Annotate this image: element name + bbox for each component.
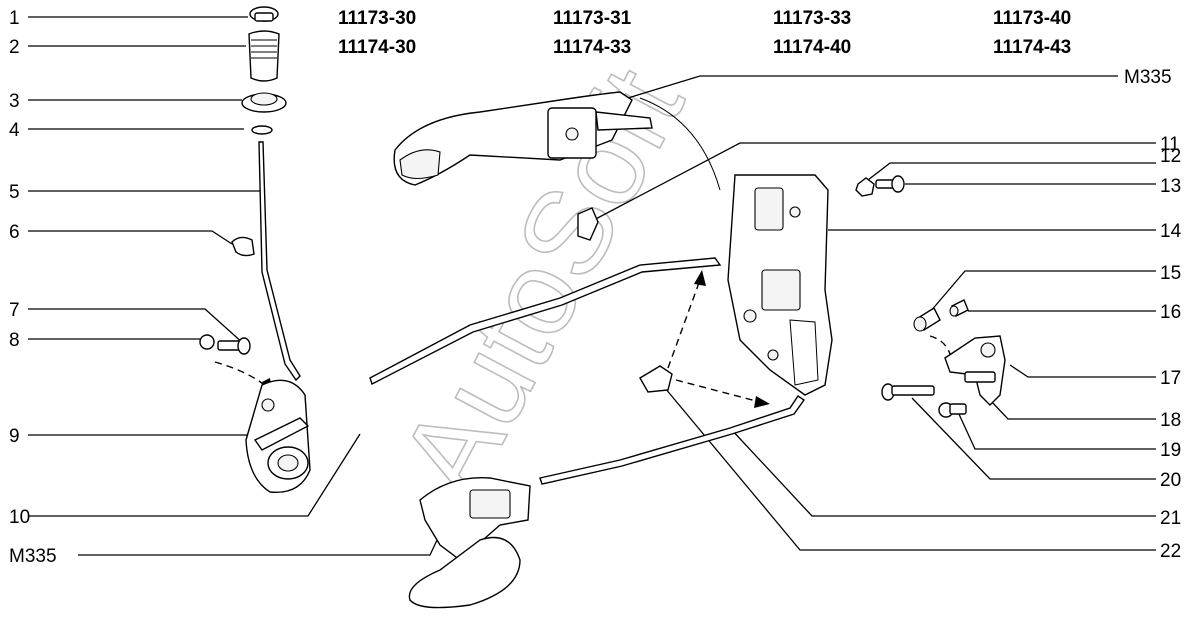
part-21-rod bbox=[539, 395, 805, 485]
left-leader-lines bbox=[28, 16, 439, 556]
part-15-bushing bbox=[913, 306, 941, 332]
label-8: 8 bbox=[9, 330, 20, 351]
dash-arrow-7 bbox=[214, 361, 269, 389]
label-3: 3 bbox=[9, 91, 20, 112]
part-8-washer bbox=[199, 334, 215, 350]
label-10: 10 bbox=[9, 507, 30, 528]
code-r1-c4: 11173-40 bbox=[993, 8, 1071, 29]
part-17-striker bbox=[944, 335, 1006, 406]
part-16-bushing bbox=[949, 299, 969, 317]
right-leader-lines bbox=[589, 75, 1156, 551]
inner-handle bbox=[408, 476, 531, 609]
code-r2-c4: 11174-43 bbox=[993, 37, 1071, 58]
label-2: 2 bbox=[9, 37, 20, 58]
dash-arrow-16 bbox=[929, 335, 951, 355]
part-9-housing bbox=[245, 379, 311, 494]
part-2-sleeve bbox=[248, 30, 280, 82]
label-12: 12 bbox=[1160, 146, 1181, 167]
label-m335-right: M335 bbox=[1124, 67, 1172, 88]
label-19: 19 bbox=[1160, 440, 1181, 461]
label-7: 7 bbox=[9, 300, 20, 321]
code-r1-c3: 11173-33 bbox=[773, 8, 851, 29]
part-20-bolt bbox=[881, 383, 935, 401]
code-r1-c1: 11173-30 bbox=[338, 8, 416, 29]
right-labels: M335 11 12 13 14 15 16 17 18 19 20 21 22 bbox=[1124, 67, 1182, 562]
part-6-clip bbox=[231, 236, 255, 257]
label-21: 21 bbox=[1160, 508, 1181, 529]
part-10-rod bbox=[369, 257, 722, 385]
code-r2-c3: 11174-40 bbox=[773, 37, 851, 58]
code-r1-c2: 11173-31 bbox=[553, 8, 632, 29]
part-22-clip bbox=[639, 365, 673, 393]
label-9: 9 bbox=[9, 426, 20, 447]
label-m335-left: M335 bbox=[9, 546, 57, 567]
label-15: 15 bbox=[1160, 263, 1181, 284]
arrow-head-up bbox=[694, 270, 706, 286]
arrow-head-right bbox=[754, 396, 770, 408]
label-6: 6 bbox=[9, 222, 20, 243]
catalog-codes: 11173-30 11173-31 11173-33 11173-40 1117… bbox=[338, 8, 1071, 58]
connector-curve bbox=[639, 97, 721, 191]
part-1-cap bbox=[249, 6, 279, 22]
dash-arrow-right bbox=[675, 379, 761, 403]
label-5: 5 bbox=[9, 182, 20, 203]
label-17: 17 bbox=[1160, 368, 1181, 389]
part-13-screw bbox=[875, 175, 905, 193]
label-14: 14 bbox=[1160, 221, 1182, 242]
label-20: 20 bbox=[1160, 470, 1181, 491]
part-5-rod bbox=[258, 141, 301, 382]
left-labels: 1 2 3 4 5 6 7 8 9 10 M335 bbox=[9, 8, 57, 567]
label-1: 1 bbox=[9, 8, 20, 29]
part-7-screw bbox=[217, 337, 251, 355]
label-18: 18 bbox=[1160, 410, 1181, 431]
part-11-clip bbox=[577, 207, 599, 241]
label-4: 4 bbox=[9, 120, 20, 141]
dash-arrow-up bbox=[667, 279, 701, 369]
label-11: 11 bbox=[1160, 134, 1180, 155]
part-4-washer bbox=[251, 125, 273, 135]
label-16: 16 bbox=[1160, 302, 1181, 323]
outer-handle bbox=[393, 91, 653, 186]
code-r2-c2: 11174-33 bbox=[553, 37, 631, 58]
part-3-grommet bbox=[241, 92, 287, 113]
label-13: 13 bbox=[1160, 176, 1181, 197]
part-14-lock bbox=[727, 174, 833, 396]
part-12-nut bbox=[855, 177, 875, 197]
part-18-screw bbox=[938, 402, 967, 418]
label-22: 22 bbox=[1160, 541, 1181, 562]
code-r2-c1: 11174-30 bbox=[338, 37, 416, 58]
